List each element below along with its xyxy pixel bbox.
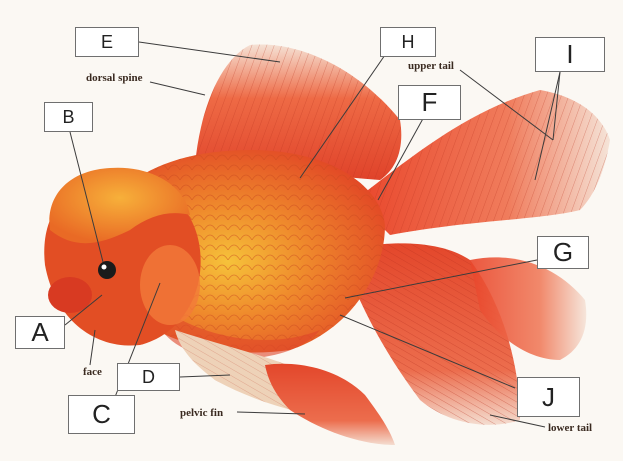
label-box-c[interactable]: C	[68, 395, 135, 434]
mouth	[48, 277, 92, 313]
label-box-a[interactable]: A	[15, 316, 65, 349]
eye	[98, 261, 116, 279]
label-box-j[interactable]: J	[517, 377, 580, 417]
label-box-h[interactable]: H	[380, 27, 436, 57]
gill-cover	[140, 245, 200, 325]
label-box-g[interactable]: G	[537, 236, 589, 269]
caption-lower-tail: lower tail	[548, 422, 592, 434]
label-box-f[interactable]: F	[398, 85, 461, 120]
caption-pelvic-fin: pelvic fin	[180, 407, 223, 419]
caption-face: face	[83, 366, 102, 378]
label-box-e[interactable]: E	[75, 27, 139, 57]
label-box-b[interactable]: B	[44, 102, 93, 132]
caption-dorsal-spine: dorsal spine	[86, 72, 143, 84]
label-box-d[interactable]: D	[117, 363, 180, 391]
label-box-i[interactable]: I	[535, 37, 605, 72]
caption-upper-tail: upper tail	[408, 60, 454, 72]
